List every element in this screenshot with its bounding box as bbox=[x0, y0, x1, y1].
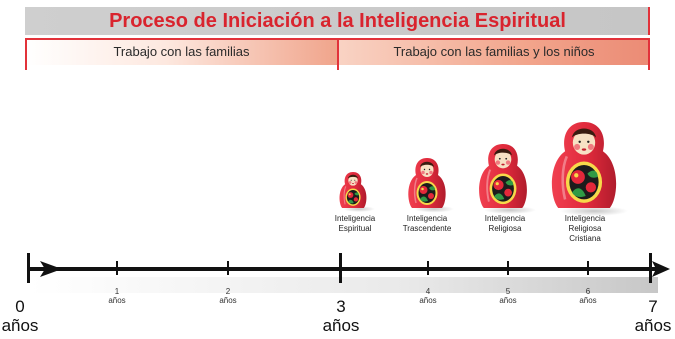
minor-tick-2 bbox=[227, 261, 229, 275]
phase-families-children-band: Trabajo con las familias y los niños bbox=[338, 39, 650, 65]
doll-4-icon bbox=[550, 120, 618, 210]
major-tick-3 bbox=[339, 253, 342, 283]
title-banner: Proceso de Iniciación a la Inteligencia … bbox=[25, 7, 650, 35]
minor-tick-4 bbox=[427, 261, 429, 275]
phase-families-children-label: Trabajo con las familias y los niños bbox=[393, 44, 595, 59]
minor-tick-5 bbox=[507, 261, 509, 275]
doll-2-icon bbox=[407, 157, 447, 209]
doll-3-icon bbox=[478, 143, 528, 209]
diagram-title: Proceso de Iniciación a la Inteligencia … bbox=[109, 10, 566, 32]
doll-shadow-4 bbox=[560, 206, 628, 216]
doll-1-icon bbox=[339, 171, 367, 209]
timeline-axis bbox=[28, 267, 656, 271]
minor-tick-6 bbox=[587, 261, 589, 275]
phase-bracket-left bbox=[25, 38, 27, 70]
minor-tick-1 bbox=[116, 261, 118, 275]
title-right-edge bbox=[648, 7, 650, 35]
phase-bracket-right bbox=[648, 38, 650, 70]
timeline-shading bbox=[30, 277, 658, 293]
major-tick-0 bbox=[27, 253, 30, 283]
timeline-end-arrow-icon bbox=[652, 261, 670, 277]
phase-families-band: Trabajo con las familias bbox=[25, 39, 338, 65]
matryoshka-dolls bbox=[339, 120, 628, 216]
timeline-arrow-icon bbox=[40, 261, 62, 277]
phase-families-label: Trabajo con las familias bbox=[113, 44, 250, 59]
phase-bracket-middle bbox=[337, 38, 339, 70]
major-tick-7 bbox=[649, 253, 652, 283]
